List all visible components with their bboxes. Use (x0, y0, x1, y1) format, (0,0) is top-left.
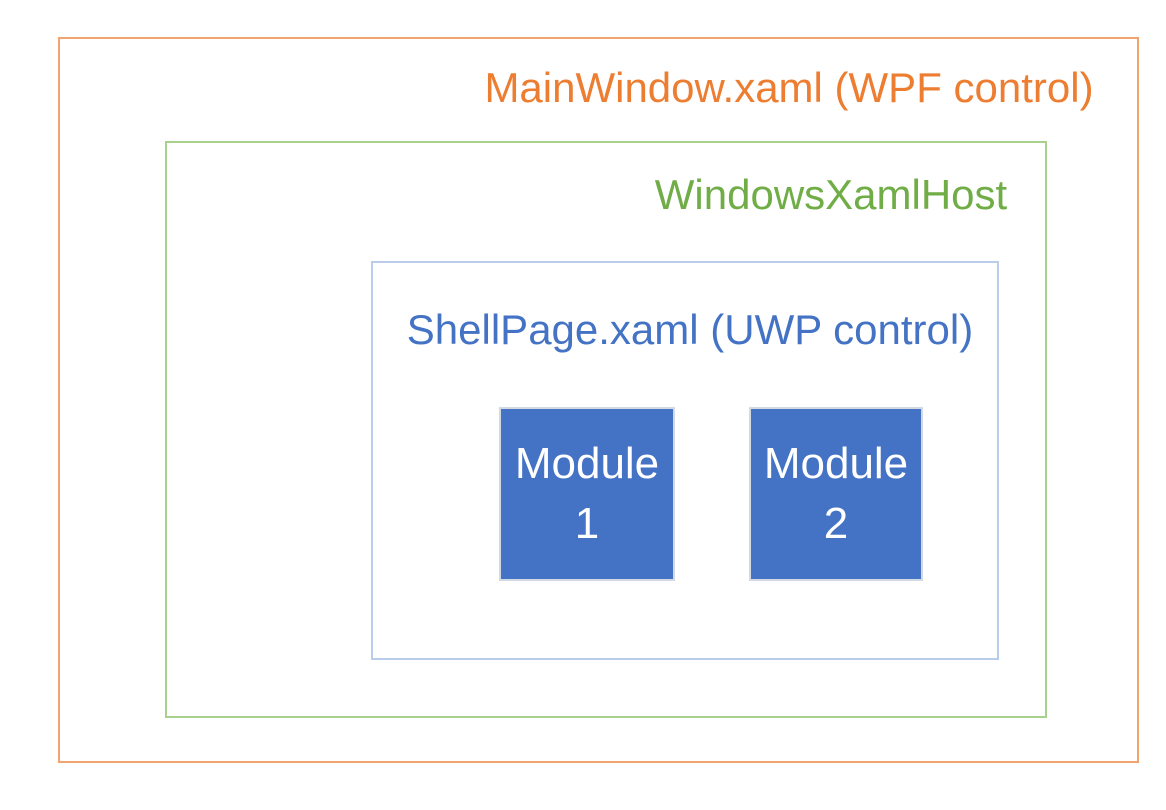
uwp-shellpage-label: ShellPage.xaml (UWP control) (406, 306, 974, 353)
module-1-label: Module 1 (515, 434, 659, 554)
module-2-box: Module 2 (749, 407, 923, 581)
module-2-name: Module (763, 439, 909, 488)
wpf-mainwindow-box (58, 37, 1139, 763)
module-1-name: Module (514, 439, 660, 488)
windows-xaml-host-box (165, 141, 1047, 718)
module-1-number: 1 (574, 499, 600, 548)
uwp-shellpage-box (371, 261, 999, 660)
module-2-number: 2 (823, 499, 849, 548)
module-2-label: Module 2 (764, 434, 908, 554)
module-1-box: Module 1 (499, 407, 675, 581)
windows-xaml-host-label: WindowsXamlHost (654, 171, 1008, 218)
wpf-mainwindow-label: MainWindow.xaml (WPF control) (484, 64, 1094, 111)
